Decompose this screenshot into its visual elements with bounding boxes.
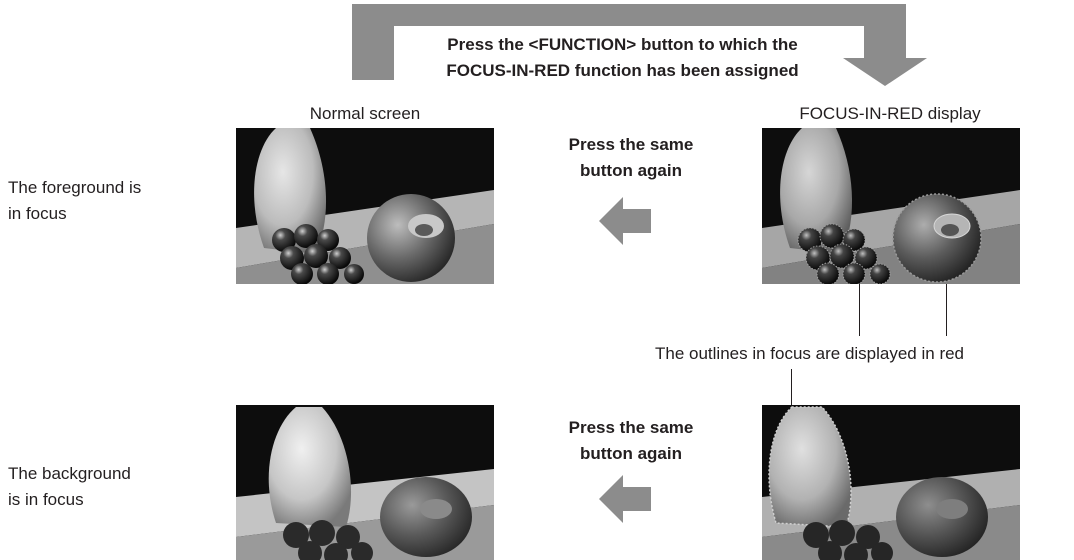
top-instruction-line2: FOCUS-IN-RED function has been assigned	[446, 61, 799, 80]
callout-line-2	[946, 284, 947, 336]
row1-middle-line1: Press the same	[568, 135, 694, 154]
row2-label-line2: is in focus	[8, 490, 84, 509]
row2-label: The background is in focus	[8, 461, 131, 513]
row2-middle-line1: Press the same	[568, 418, 694, 437]
row1-label-line1: The foreground is	[8, 178, 142, 197]
photo-focus-in-red-foreground	[762, 128, 1020, 284]
row1-middle-line2: button again	[580, 161, 682, 180]
header-focus-in-red-display: FOCUS-IN-RED display	[799, 104, 981, 123]
row2-left-arrow	[599, 475, 651, 523]
row1-label: The foreground is in focus	[8, 175, 141, 227]
flow-arrow-u-turn	[352, 4, 927, 86]
callout-line-3	[791, 369, 792, 413]
row1-label-line2: in focus	[8, 204, 67, 223]
top-instruction-line1: Press the <FUNCTION> button to which the	[447, 35, 798, 54]
photo-normal-background-focus	[236, 405, 494, 560]
row1-left-arrow	[599, 197, 651, 245]
row2-middle-instruction: Press the same button again	[520, 415, 742, 467]
photo-focus-in-red-background	[762, 405, 1020, 560]
header-normal-screen: Normal screen	[309, 104, 421, 123]
row1-middle-instruction: Press the same button again	[520, 132, 742, 184]
row2-label-line1: The background	[8, 464, 131, 483]
row2-middle-line2: button again	[580, 444, 682, 463]
callout-line-1	[859, 284, 860, 336]
photo-normal-foreground-focus	[236, 128, 494, 284]
top-instruction: Press the <FUNCTION> button to which the…	[395, 32, 850, 84]
callout-outlines-red: The outlines in focus are displayed in r…	[655, 344, 965, 363]
